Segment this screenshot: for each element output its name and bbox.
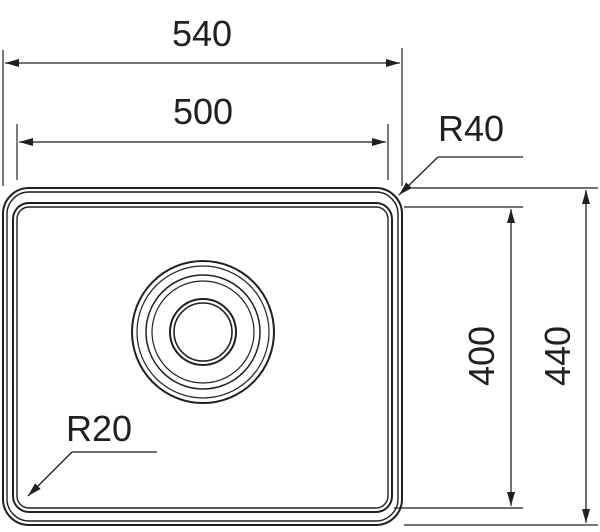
dimension-inner-height: 400 [394, 206, 523, 509]
sink-bowl-inner-edge [16, 206, 389, 509]
dimension-outer-width: 540 [2, 13, 403, 186]
outer-width-label: 540 [172, 13, 232, 54]
inner-radius-callout: R20 [27, 408, 157, 497]
outer-radius-callout: R40 [398, 108, 523, 196]
sink-bowl-outline [12, 202, 393, 513]
sink-outer-rim [2, 187, 403, 526]
inner-width-label: 500 [173, 91, 233, 132]
dimension-outer-height: 440 [404, 187, 598, 526]
outer-radius-label: R40 [438, 108, 504, 149]
drain [131, 260, 275, 404]
outer-height-label: 440 [537, 326, 578, 386]
inner-height-label: 400 [461, 326, 502, 386]
inner-radius-label: R20 [66, 408, 132, 449]
dimension-inner-width: 500 [16, 91, 389, 180]
sink-outer-rim-inner-edge [6, 191, 399, 522]
